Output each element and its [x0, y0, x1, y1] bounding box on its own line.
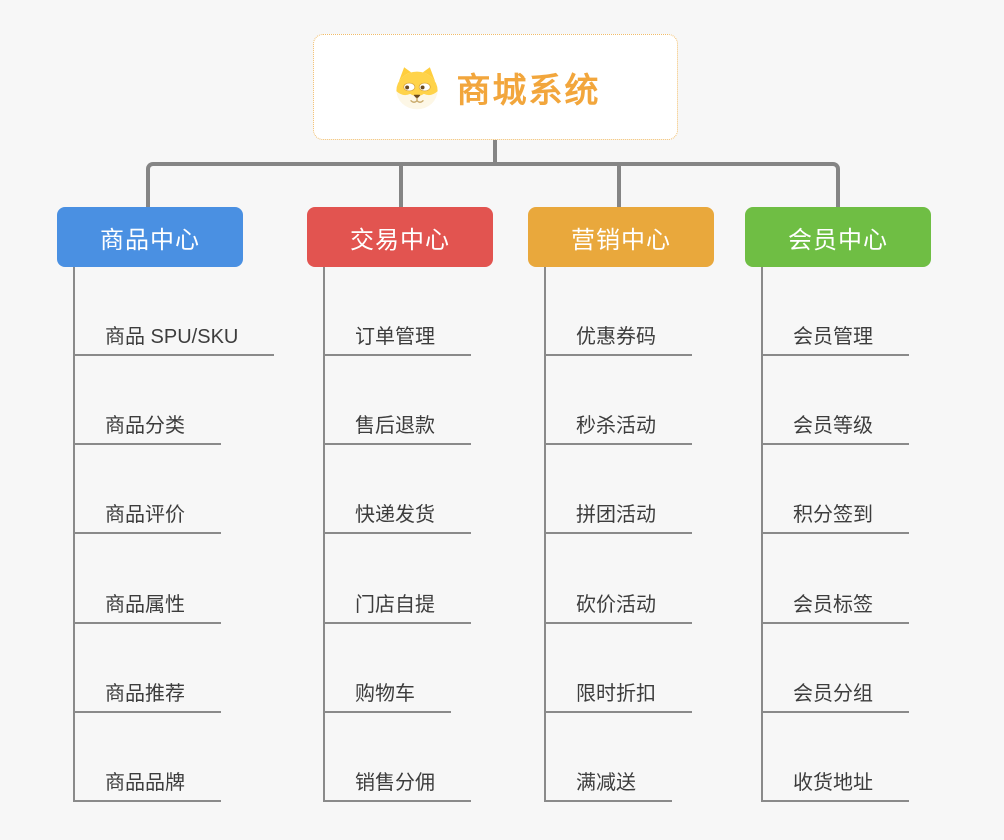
connector-drop-branch2	[399, 166, 403, 207]
leaf-label: 限时折扣	[576, 683, 656, 705]
leaf-node[interactable]: 优惠券码	[544, 322, 692, 356]
connector-bus-right	[494, 162, 840, 207]
leaf-node[interactable]: 购物车	[323, 679, 451, 713]
leaf-label: 收货地址	[793, 772, 873, 794]
leaf-node[interactable]: 商品分类	[73, 411, 221, 445]
leaf-label: 购物车	[355, 683, 415, 705]
leaf-node[interactable]: 限时折扣	[544, 679, 692, 713]
branch-1: 商品中心 商品 SPU/SKU 商品分类 商品评价 商品属性 商品推荐 商品品牌	[57, 207, 275, 817]
leaf-label: 拼团活动	[576, 504, 656, 526]
branch-header-2[interactable]: 交易中心	[307, 207, 493, 267]
leaf-label: 积分签到	[793, 504, 873, 526]
root-node[interactable]: 商城系统	[313, 34, 678, 140]
leaf-node[interactable]: 积分签到	[761, 500, 909, 534]
leaf-label: 门店自提	[355, 594, 435, 616]
leaf-label: 商品分类	[105, 415, 185, 437]
leaf-node[interactable]: 门店自提	[323, 590, 471, 624]
connector-root-stem	[493, 140, 497, 164]
leaf-node[interactable]: 订单管理	[323, 322, 471, 356]
leaf-node[interactable]: 商品评价	[73, 500, 221, 534]
leaf-node[interactable]: 拼团活动	[544, 500, 692, 534]
leaf-node[interactable]: 会员标签	[761, 590, 909, 624]
leaf-label: 售后退款	[355, 415, 435, 437]
branch-spine	[544, 267, 546, 802]
connector-drop-branch3	[617, 166, 621, 207]
leaf-label: 商品推荐	[105, 683, 185, 705]
leaf-label: 优惠券码	[576, 326, 656, 348]
leaf-label: 会员等级	[793, 415, 873, 437]
leaf-node[interactable]: 售后退款	[323, 411, 471, 445]
leaf-node[interactable]: 快递发货	[323, 500, 471, 534]
branch-spine	[761, 267, 763, 802]
leaf-label: 秒杀活动	[576, 415, 656, 437]
branch-header-4[interactable]: 会员中心	[745, 207, 931, 267]
branch-label: 会员中心	[788, 226, 888, 254]
leaf-label: 订单管理	[355, 326, 435, 348]
branch-label: 商品中心	[100, 226, 200, 254]
leaf-node[interactable]: 商品品牌	[73, 768, 221, 802]
branch-2: 交易中心 订单管理 售后退款 快递发货 门店自提 购物车 销售分佣	[307, 207, 493, 817]
dog-face-icon	[391, 63, 443, 111]
leaf-node[interactable]: 商品 SPU/SKU	[73, 322, 275, 356]
leaf-node[interactable]: 商品属性	[73, 590, 221, 624]
leaf-node[interactable]: 砍价活动	[544, 590, 692, 624]
leaf-label: 销售分佣	[355, 772, 435, 794]
branch-label: 交易中心	[350, 226, 450, 254]
leaf-label: 会员管理	[793, 326, 873, 348]
leaf-node[interactable]: 会员等级	[761, 411, 909, 445]
leaf-label: 商品评价	[105, 504, 185, 526]
leaf-label: 快递发货	[355, 504, 435, 526]
branch-header-3[interactable]: 营销中心	[528, 207, 714, 267]
leaf-node[interactable]: 商品推荐	[73, 679, 221, 713]
leaf-node[interactable]: 秒杀活动	[544, 411, 692, 445]
leaf-node[interactable]: 满减送	[544, 768, 672, 802]
leaf-label: 商品属性	[105, 594, 185, 616]
leaf-label: 会员标签	[793, 594, 873, 616]
leaf-node[interactable]: 销售分佣	[323, 768, 471, 802]
connector-bus-left	[146, 162, 494, 207]
leaf-label: 满减送	[576, 772, 636, 794]
branch-3: 营销中心 优惠券码 秒杀活动 拼团活动 砍价活动 限时折扣 满减送	[528, 207, 714, 817]
branch-header-1[interactable]: 商品中心	[57, 207, 243, 267]
leaf-node[interactable]: 收货地址	[761, 768, 909, 802]
leaf-node[interactable]: 会员管理	[761, 322, 909, 356]
branch-label: 营销中心	[571, 226, 671, 254]
leaf-label: 砍价活动	[576, 594, 656, 616]
leaf-label: 商品品牌	[105, 772, 185, 794]
leaf-label: 会员分组	[793, 683, 873, 705]
branch-4: 会员中心 会员管理 会员等级 积分签到 会员标签 会员分组 收货地址	[745, 207, 931, 817]
branch-spine	[323, 267, 325, 802]
leaf-node[interactable]: 会员分组	[761, 679, 909, 713]
root-title: 商城系统	[456, 71, 601, 110]
branch-spine	[73, 267, 75, 802]
leaf-label: 商品 SPU/SKU	[105, 326, 239, 348]
